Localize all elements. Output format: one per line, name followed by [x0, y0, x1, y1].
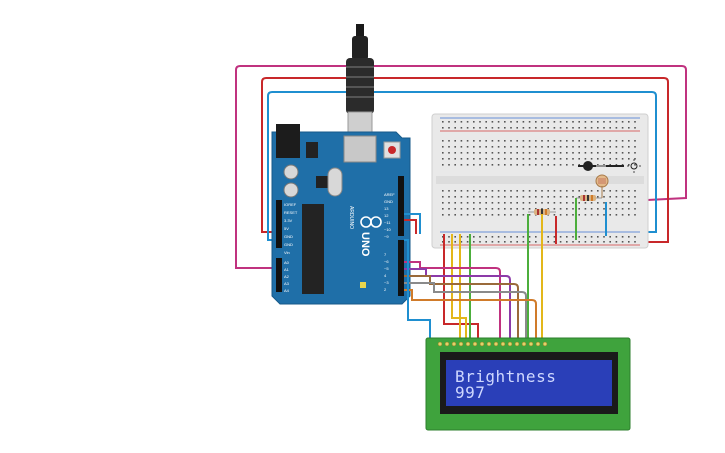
lcd-line-1: Brightness: [455, 367, 557, 386]
svg-text:A2: A2: [284, 274, 290, 279]
svg-text:IOREF: IOREF: [284, 202, 297, 207]
svg-text:~10: ~10: [384, 227, 392, 232]
svg-text:A1: A1: [284, 267, 290, 272]
wire-magenta-loop[interactable]: [235, 65, 687, 269]
usb-cable-icon: [346, 24, 374, 143]
wire-purple[interactable]: [404, 268, 511, 344]
svg-text:RESET: RESET: [284, 210, 298, 215]
lcd-screen: [446, 360, 612, 406]
lcd-line-2: 997: [455, 383, 486, 402]
loop-wires: [235, 65, 687, 269]
capacitor: [283, 182, 299, 198]
wire-blue[interactable]: [404, 213, 421, 234]
wire-gray[interactable]: [404, 282, 527, 344]
breadboard-holes: [442, 121, 636, 243]
crystal: [327, 167, 343, 197]
svg-text:A4: A4: [284, 288, 290, 293]
breadboard-jumpers: [555, 186, 607, 244]
svg-text:A0: A0: [284, 260, 290, 265]
wire-orange[interactable]: [404, 289, 537, 344]
svg-text:~11: ~11: [384, 220, 391, 225]
light-source-icon: [578, 159, 641, 173]
atmega-chip: [302, 204, 324, 294]
power-jack: [276, 124, 300, 158]
wire-blue[interactable]: [404, 239, 431, 344]
svg-text:7: 7: [384, 252, 387, 257]
lcd-module[interactable]: [425, 337, 631, 431]
svg-text:5V: 5V: [284, 226, 289, 231]
wire-brown[interactable]: [404, 275, 519, 344]
wire-red-loop[interactable]: [261, 77, 669, 243]
svg-text:GND: GND: [384, 199, 393, 204]
resistor-icon[interactable]: [576, 195, 602, 201]
board-brand: ARDUINO: [348, 206, 354, 229]
lcd-wires: [404, 213, 543, 344]
usb-port: [343, 135, 377, 163]
resistor-icon[interactable]: [528, 209, 556, 215]
svg-text:AREF: AREF: [384, 192, 395, 197]
wire-blue-loop[interactable]: [267, 91, 657, 241]
arduino-uno-board[interactable]: IOREF RESET 3.3V 5V GND GND Vin A0 A1 A2…: [271, 124, 411, 305]
svg-text:A3: A3: [284, 281, 290, 286]
svg-text:13: 13: [384, 206, 389, 211]
svg-text:GND: GND: [284, 242, 293, 247]
photoresistor-icon[interactable]: [595, 174, 609, 188]
wire-magenta[interactable]: [404, 261, 501, 344]
svg-text:~5: ~5: [384, 266, 389, 271]
lcd-pins: [437, 341, 548, 347]
svg-text:4: 4: [384, 273, 387, 278]
svg-text:~3: ~3: [384, 280, 389, 285]
svg-text:~9: ~9: [384, 234, 389, 239]
capacitor: [283, 164, 299, 180]
wire-red[interactable]: [404, 219, 417, 234]
breadboard[interactable]: [431, 113, 649, 249]
svg-text:GND: GND: [284, 234, 293, 239]
svg-text:~6: ~6: [384, 259, 389, 264]
svg-text:2: 2: [384, 287, 387, 292]
svg-text:3.3V: 3.3V: [284, 218, 293, 223]
board-name: UNO: [359, 232, 371, 257]
svg-text:Vin: Vin: [284, 250, 290, 255]
svg-text:12: 12: [384, 213, 389, 218]
